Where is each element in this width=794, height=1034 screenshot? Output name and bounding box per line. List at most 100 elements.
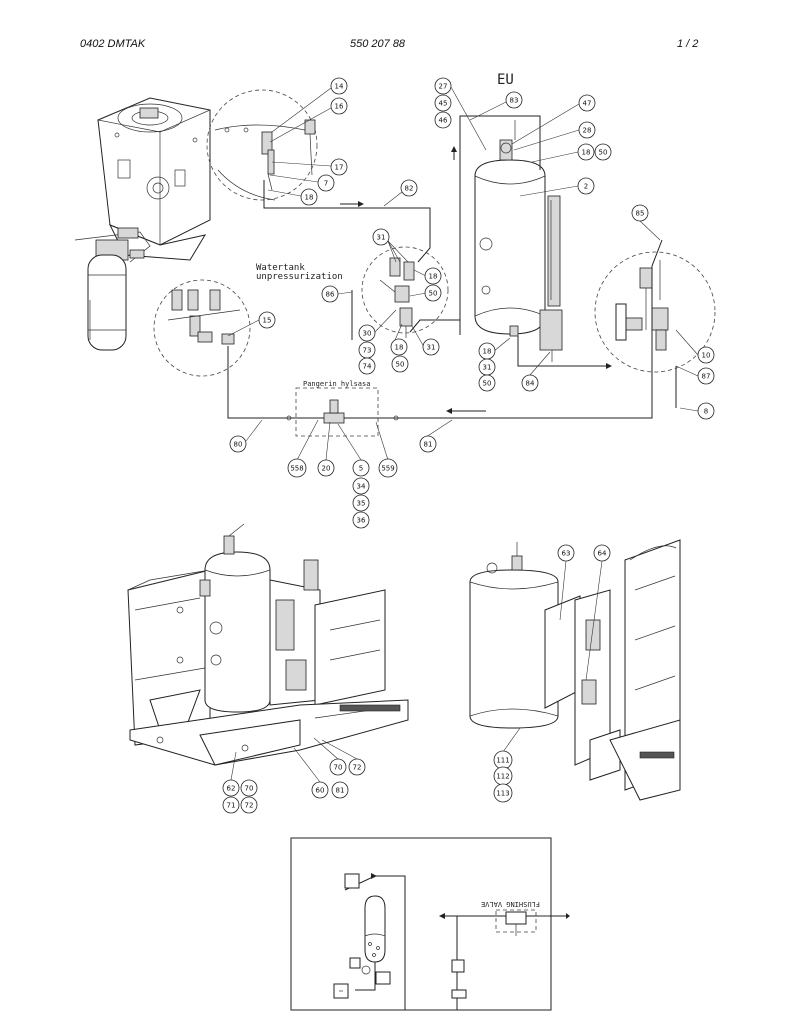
callout-number: 60 xyxy=(316,787,325,795)
part-callout: 18 xyxy=(577,143,595,161)
watertank-label: Watertank xyxy=(256,263,305,273)
part-callout: 113 xyxy=(493,783,513,803)
part-callout: 28 xyxy=(578,121,596,139)
unpressurization-label: unpressurization xyxy=(256,272,343,282)
callout-number: 18 xyxy=(305,194,314,202)
leader-line xyxy=(559,560,567,621)
leader-line xyxy=(411,325,425,348)
callout-number: 28 xyxy=(583,127,592,135)
part-callout: 18 xyxy=(424,267,442,285)
callout-number: 27 xyxy=(439,83,448,91)
leader-line xyxy=(675,329,699,356)
part-callout: 50 xyxy=(424,284,442,302)
leader-line xyxy=(245,419,263,442)
part-callout: 71 xyxy=(222,796,240,814)
callout-number: 16 xyxy=(335,103,344,111)
leader-line xyxy=(493,337,511,352)
callout-number: 47 xyxy=(583,100,592,108)
piping-lines xyxy=(227,115,677,437)
leader-line xyxy=(269,174,319,183)
part-callout: 60 xyxy=(311,781,329,799)
callout-number: 558 xyxy=(290,465,303,473)
part-callout: 30 xyxy=(358,324,376,342)
leader-line xyxy=(375,421,389,461)
callout-number: 559 xyxy=(381,465,394,473)
callout-number: 18 xyxy=(395,344,404,352)
part-callout: 36 xyxy=(352,511,370,529)
leader-line xyxy=(513,129,580,151)
callout-number: 18 xyxy=(582,149,591,157)
part-callout: 82 xyxy=(400,179,418,197)
leader-line xyxy=(293,747,321,783)
detail-circle-left xyxy=(153,279,251,377)
leader-line xyxy=(511,103,580,145)
leader-line xyxy=(321,739,358,760)
leader-line xyxy=(337,423,362,461)
part-callout: 20 xyxy=(317,459,335,477)
part-callout: 87 xyxy=(697,367,715,385)
callout-number: 85 xyxy=(636,210,645,218)
leader-line xyxy=(337,291,353,295)
callout-number: 50 xyxy=(396,361,405,369)
callout-number: 18 xyxy=(483,348,492,356)
callout-number: 63 xyxy=(562,550,571,558)
part-callout: 10 xyxy=(697,346,715,364)
leader-line xyxy=(271,161,332,167)
part-callout: 64 xyxy=(593,544,611,562)
leader-line xyxy=(502,727,521,753)
part-callout: 72 xyxy=(240,796,258,814)
callout-number: 72 xyxy=(353,764,362,772)
callout-number: 70 xyxy=(334,764,343,772)
part-callout: 70 xyxy=(240,779,258,797)
callout-number: 82 xyxy=(405,185,414,193)
leader-line xyxy=(230,751,237,781)
callout-number: 8 xyxy=(704,408,708,416)
part-callout: 35 xyxy=(352,494,370,512)
leader-line xyxy=(269,107,332,143)
leader-line xyxy=(313,737,339,760)
part-callout: 62 xyxy=(222,779,240,797)
leader-line xyxy=(639,220,661,241)
part-callout: 50 xyxy=(391,355,409,373)
part-callout: 2 xyxy=(577,177,595,195)
callout-number: 62 xyxy=(227,785,236,793)
part-callout: 45 xyxy=(434,94,452,112)
leader-line xyxy=(529,351,551,376)
machine-assembly-left xyxy=(127,523,409,766)
part-callout: 50 xyxy=(478,374,496,392)
eu-label: EU xyxy=(497,72,514,88)
callout-number: 113 xyxy=(496,790,509,798)
callout-number: 70 xyxy=(245,785,254,793)
callout-number: 5 xyxy=(359,465,363,473)
callout-number: 2 xyxy=(584,183,588,191)
part-callout: 16 xyxy=(330,97,348,115)
callout-number: 111 xyxy=(496,757,509,765)
flow-schematic: FLUSHING VALVE xyxy=(290,837,570,1011)
leader-line xyxy=(387,240,409,263)
leader-line xyxy=(469,101,507,121)
callout-number: 50 xyxy=(429,290,438,298)
leader-line xyxy=(387,240,397,263)
callout-number: 15 xyxy=(263,317,272,325)
leader-line xyxy=(519,185,579,197)
doc-code: 0402 DMTAK xyxy=(80,38,146,50)
callout-number: 45 xyxy=(439,100,448,108)
leader-line xyxy=(675,365,699,377)
part-callout: 70 xyxy=(329,758,347,776)
flushing-valve-label: FLUSHING VALVE xyxy=(481,900,540,908)
part-callout: 86 xyxy=(321,285,339,303)
callout-number: 72 xyxy=(245,802,254,810)
leader-line xyxy=(585,560,603,681)
pangerin-label: Pangerin hylsasa xyxy=(303,380,370,388)
machine-assembly-right xyxy=(469,539,681,801)
part-callout: 84 xyxy=(521,374,539,392)
callout-number: 46 xyxy=(439,117,448,125)
detail-circle-right xyxy=(594,251,716,373)
callout-number: 86 xyxy=(326,291,335,299)
part-callout: 34 xyxy=(352,477,370,495)
part-callout: 72 xyxy=(348,758,366,776)
callout-number: 71 xyxy=(227,802,236,810)
callout-number: 30 xyxy=(363,330,372,338)
